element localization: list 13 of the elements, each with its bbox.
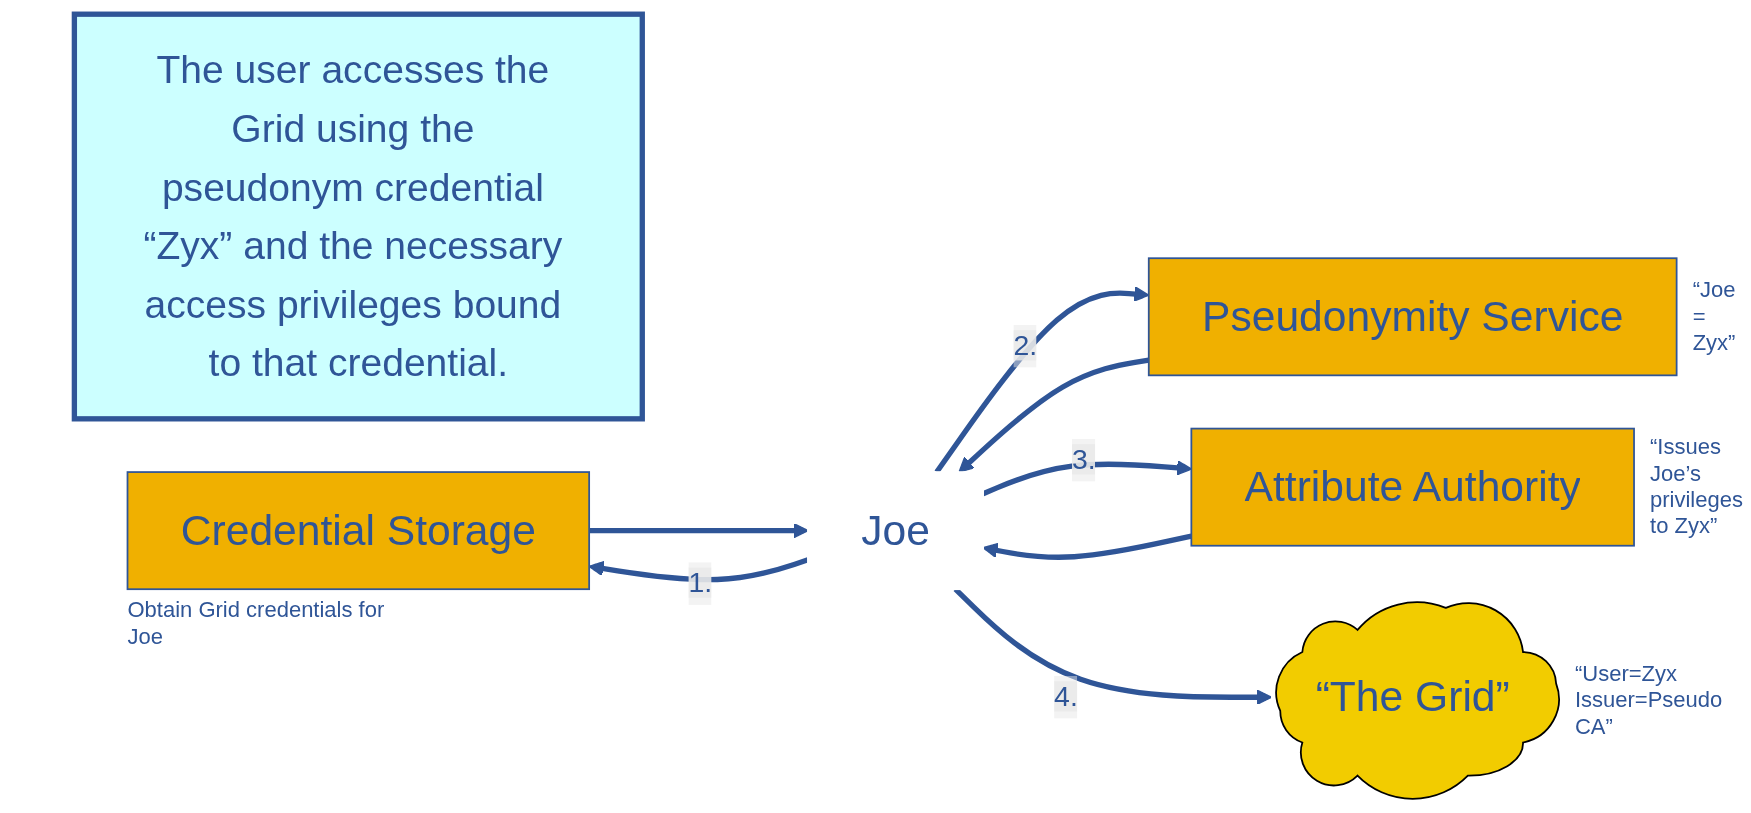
node-box: Credential Storage	[126, 471, 591, 591]
annotation-text: “User=Zyx Issuer=Pseudo CA”	[1574, 661, 1724, 741]
node-box: The user accesses the Grid using the pseudonym credential “Zyx” and the necessary access privileges bound to that credential.	[71, 11, 645, 422]
node-text: Joe	[861, 505, 930, 554]
node-box: Attribute Authority	[1190, 427, 1635, 547]
edge-label: 4.	[1054, 681, 1078, 712]
annotation-text: Obtain Grid credentials for Joe	[127, 597, 386, 650]
edge-label: 2.	[1013, 330, 1038, 361]
edge-label: 3.	[1072, 444, 1096, 475]
annotation-text: “Joe = Zyx”	[1692, 277, 1737, 357]
edge-label: 1.	[688, 567, 713, 598]
node-box: Pseudonymity Service	[1147, 257, 1678, 377]
annotation-text: “Issues Joe’s privileges to Zyx”	[1650, 434, 1744, 540]
